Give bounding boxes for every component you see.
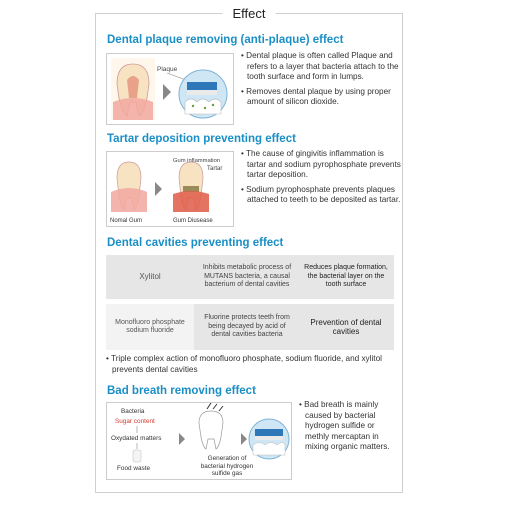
tartar-bullet-2: • Sodium pyrophosphate prevents plaques … <box>241 184 401 205</box>
gum-disease-label: Gum Diusease <box>173 218 213 224</box>
tartar-label: Tartar <box>207 166 222 172</box>
breath-bullet-1: • Bad breath is mainly caused by bacteri… <box>299 400 390 451</box>
xylitol-ingredient: Xylitol <box>139 271 161 281</box>
food-waste-label: Food waste <box>117 465 151 472</box>
plaque-illustration: Plaque <box>106 53 234 125</box>
xylitol-result: Reduces plaque formation, the bacterial … <box>304 264 388 289</box>
oxydated-label: Oxydated matters <box>111 435 162 442</box>
breath-bullets: • Bad breath is mainly caused by bacteri… <box>299 400 399 457</box>
tartar-bullets: • The cause of gingivitis inflammation i… <box>241 149 401 210</box>
panel-title: Effect <box>222 6 276 21</box>
gum-comparison-svg: Gum inflammation Tartar Nomal Gum Gum Di… <box>110 158 222 224</box>
plaque-bullet-2: • Removes dental plaque by using proper … <box>241 86 391 107</box>
tartar-illustration: Gum inflammation Tartar Nomal Gum Gum Di… <box>106 151 234 227</box>
gum-inflammation-label: Gum inflammation <box>173 158 220 164</box>
fluoride-result: Prevention of dental cavities <box>310 317 382 337</box>
breath-svg <box>132 403 290 463</box>
arrow-icon <box>179 433 185 445</box>
generation-label: Generation of bacterial hydrogen sulfide… <box>200 455 254 477</box>
normal-gum-label: Nomal Gum <box>110 218 142 224</box>
breath-illustration: Bacteria Sugar content Oxydated matters … <box>106 402 292 480</box>
arrow-icon <box>155 182 162 196</box>
cavities-heading: Dental cavities preventing effect <box>107 237 284 249</box>
plaque-bullets: • Dental plaque is often called Plaque a… <box>241 51 401 112</box>
arrow-icon <box>241 433 247 445</box>
xylitol-action: Inhibits metabolic process of MUTANS bac… <box>202 264 292 289</box>
plaque-label: Plaque <box>157 66 178 73</box>
arrow-icon <box>163 84 171 100</box>
tartar-heading: Tartar deposition preventing effect <box>107 133 296 145</box>
fluoride-ingredient: Monofluoro phosphate sodium fluoride <box>106 304 194 350</box>
plaque-bullet-1: • Dental plaque is often called Plaque a… <box>241 51 399 81</box>
bacteria-label: Bacteria <box>121 408 145 415</box>
fluoride-action: Fluorine protects teeth from being decay… <box>204 314 290 339</box>
sugar-content-label: Sugar content <box>115 418 155 425</box>
cavities-row-1: Xylitol Inhibits metabolic process of MU… <box>106 255 394 299</box>
breath-heading: Bad breath removing effect <box>107 385 256 397</box>
plaque-tooth-svg: Plaque <box>111 58 228 120</box>
cavities-row-2: Monofluoro phosphate sodium fluoride Flu… <box>106 304 394 350</box>
effect-panel: Effect Dental plaque removing (anti-plaq… <box>95 6 403 493</box>
cavities-note: • Triple complex action of monofluoro ph… <box>106 354 382 374</box>
plaque-heading: Dental plaque removing (anti-plaque) eff… <box>107 34 344 46</box>
tartar-bullet-1: • The cause of gingivitis inflammation i… <box>241 149 401 179</box>
